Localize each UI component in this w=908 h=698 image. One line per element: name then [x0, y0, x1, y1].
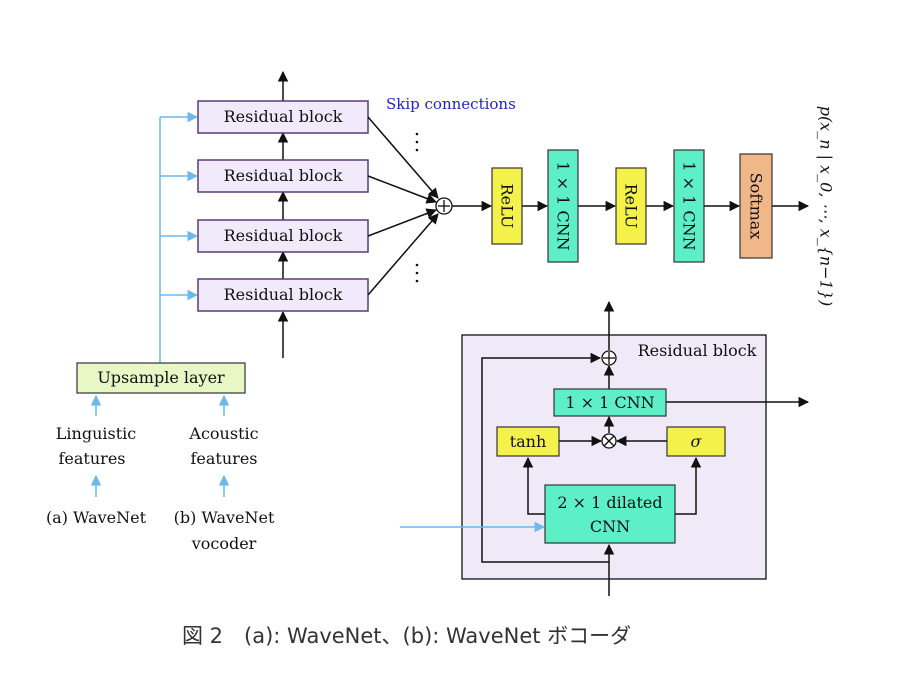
sum-node — [435, 197, 453, 215]
skip-connections-label: Skip connections — [386, 95, 516, 113]
residual-block-label: Residual block — [224, 285, 343, 304]
cnn-1-label: 1 × 1 CNN — [554, 161, 573, 250]
acoustic-line2: features — [191, 449, 258, 468]
residual-block-label: Residual block — [224, 107, 343, 126]
relu-1-box: ReLU — [491, 167, 523, 245]
relu-2-label: ReLU — [622, 184, 641, 229]
inset-1x1-cnn: 1 × 1 CNN — [553, 388, 667, 417]
inset-tanh-label: tanh — [510, 432, 547, 451]
conditioning-lines — [159, 111, 199, 363]
inset-branch-lines — [522, 456, 702, 515]
figure-caption: 図 2 (a): WaveNet、(b): WaveNet ボコーダ — [182, 624, 631, 648]
inset-dilated-line2: CNN — [590, 517, 630, 536]
upsample-label: Upsample layer — [97, 368, 225, 387]
model-a-label: (a) WaveNet — [46, 508, 147, 527]
residual-block-4: Residual block — [197, 278, 369, 312]
model-b-line1: (b) WaveNet — [174, 508, 275, 527]
inset-sigmoid: σ — [666, 426, 726, 457]
inset-residual-path — [481, 352, 609, 563]
relu-1-label: ReLU — [498, 184, 517, 229]
inset-title: Residual block — [638, 341, 757, 360]
residual-block-label: Residual block — [224, 226, 343, 245]
inset-dilated-cnn: 2 × 1 dilated CNN — [544, 484, 676, 544]
acoustic-line1: Acoustic — [188, 424, 258, 443]
inset-sigma-label: σ — [691, 432, 703, 451]
cnn-1-box: 1 × 1 CNN — [547, 149, 579, 263]
inset-cnn-label: 1 × 1 CNN — [565, 393, 654, 412]
residual-block-3: Residual block — [197, 219, 369, 253]
ellipsis-dots — [415, 132, 419, 283]
cnn-2-label: 1 × 1 CNN — [680, 161, 699, 250]
model-b-line2: vocoder — [191, 534, 257, 553]
relu-2-box: ReLU — [615, 167, 647, 245]
inset-sum-node — [601, 350, 617, 366]
softmax-label: Softmax — [747, 173, 766, 240]
softmax-box: Softmax — [739, 153, 773, 259]
inset-dilated-line1: 2 × 1 dilated — [557, 493, 662, 512]
residual-block-1: Residual block — [197, 100, 369, 134]
skip-connection-arrows — [367, 116, 439, 296]
inset-tanh: tanh — [496, 426, 560, 457]
linguistic-line2: features — [59, 449, 126, 468]
inset-multiply-node — [601, 433, 617, 449]
output-probability-label: p(x_n | x_0, ⋯, x_{n−1}) — [817, 106, 836, 306]
linguistic-line1: Linguistic — [56, 424, 136, 443]
upsample-layer: Upsample layer — [76, 362, 246, 394]
residual-block-label: Residual block — [224, 166, 343, 185]
cnn-2-box: 1 × 1 CNN — [673, 149, 705, 263]
residual-block-2: Residual block — [197, 159, 369, 193]
